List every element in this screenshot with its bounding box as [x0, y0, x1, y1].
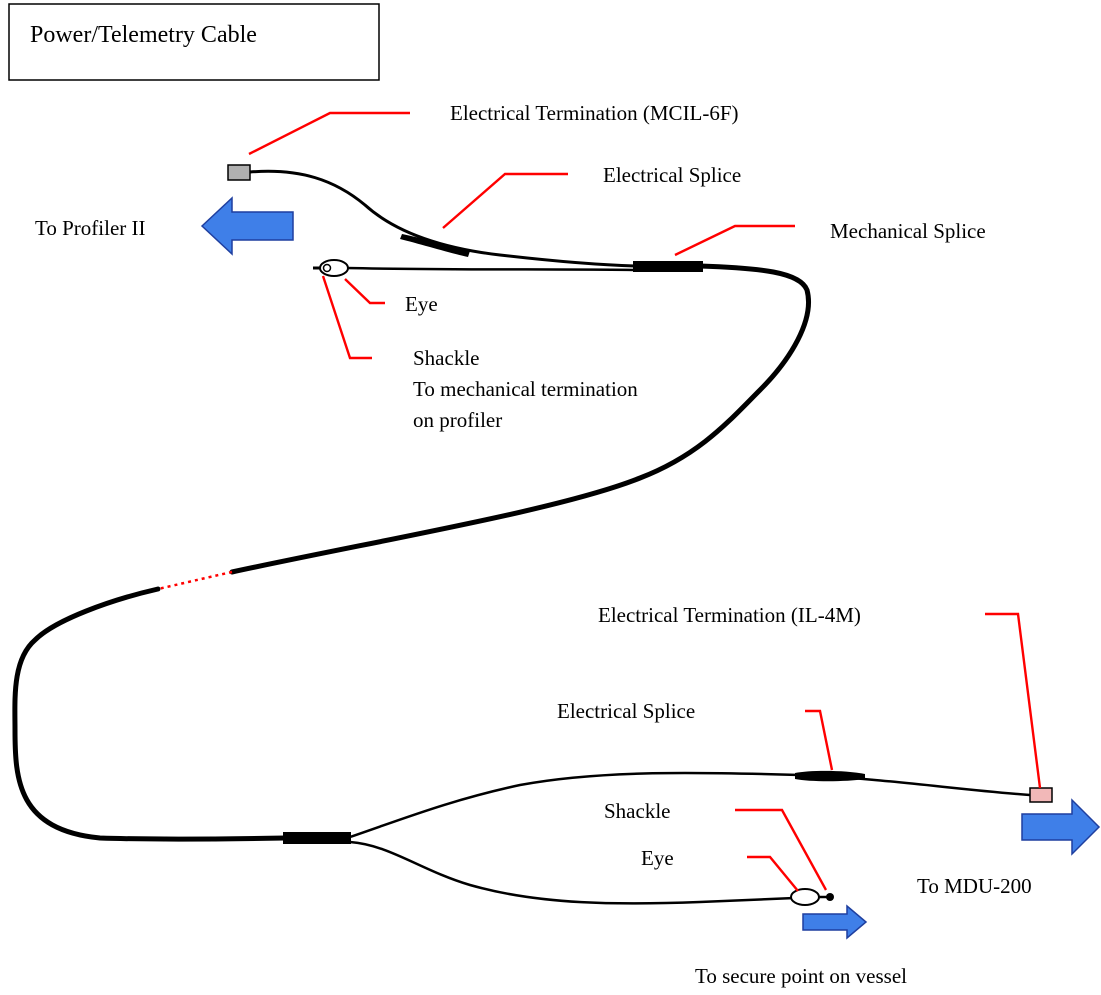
labels: Electrical Termination (MCIL-6F) Electri… [35, 101, 1032, 988]
top-mechanical-splice [633, 261, 703, 272]
bottom-eye-icon [790, 888, 820, 906]
bottom-mechanical-branch [348, 840, 820, 905]
leader-eye-bottom [747, 855, 799, 892]
leader-elec-splice-bottom [805, 709, 834, 771]
label-eye-top: Eye [405, 292, 438, 316]
title-frame [8, 3, 380, 81]
bottom-shackle-icon [826, 893, 834, 901]
cable [12, 164, 1053, 906]
bottom-mechanical-splice [283, 832, 351, 844]
leader-elec-splice-top [442, 172, 568, 229]
direction-arrows [200, 196, 1101, 940]
leader-mech-splice [674, 224, 795, 257]
label-shackle-bottom: Shackle [604, 799, 670, 823]
connector-mcil-6f [227, 164, 251, 181]
arrow-left-icon [200, 196, 294, 256]
title-box: Power/Telemetry Cable [8, 3, 380, 81]
leader-shackle-top [321, 275, 372, 360]
top-electrical-splice [400, 234, 470, 257]
top-shackle-icon [322, 263, 332, 273]
cable-break-section [157, 570, 233, 591]
connector-il-4m [1029, 787, 1053, 803]
diagram-title: Power/Telemetry Cable [30, 22, 257, 48]
label-elec-term-bottom: Electrical Termination (IL-4M) [598, 603, 861, 627]
label-to-mdu: To MDU-200 [917, 874, 1032, 898]
label-to-profiler: To Profiler II [35, 216, 146, 240]
arrow-right-icon [1021, 798, 1101, 856]
main-cable-upper [229, 263, 811, 575]
label-elec-splice-bottom: Electrical Splice [557, 699, 695, 723]
top-electrical-branch [248, 169, 637, 268]
label-mech-splice: Mechanical Splice [830, 219, 986, 243]
label-shackle-top-3: on profiler [413, 408, 502, 432]
leader-elec-term-top [248, 111, 410, 156]
label-shackle-top-2: To mechanical termination [413, 377, 638, 401]
label-elec-splice-top: Electrical Splice [603, 163, 741, 187]
label-shackle-top-1: Shackle [413, 346, 479, 370]
label-eye-bottom: Eye [641, 846, 674, 870]
leader-elec-term-bottom [985, 612, 1042, 789]
leader-shackle-bottom [735, 808, 828, 891]
label-elec-term-top: Electrical Termination (MCIL-6F) [450, 101, 739, 125]
main-cable-lower [12, 586, 288, 842]
top-mechanical-branch [344, 266, 637, 272]
leader-lines [248, 111, 1042, 892]
arrow-right-icon [802, 904, 868, 940]
bottom-electrical-branch [348, 771, 1032, 839]
leader-eye-top [344, 278, 385, 305]
label-to-vessel: To secure point on vessel [695, 964, 907, 988]
bottom-electrical-splice [795, 770, 865, 782]
